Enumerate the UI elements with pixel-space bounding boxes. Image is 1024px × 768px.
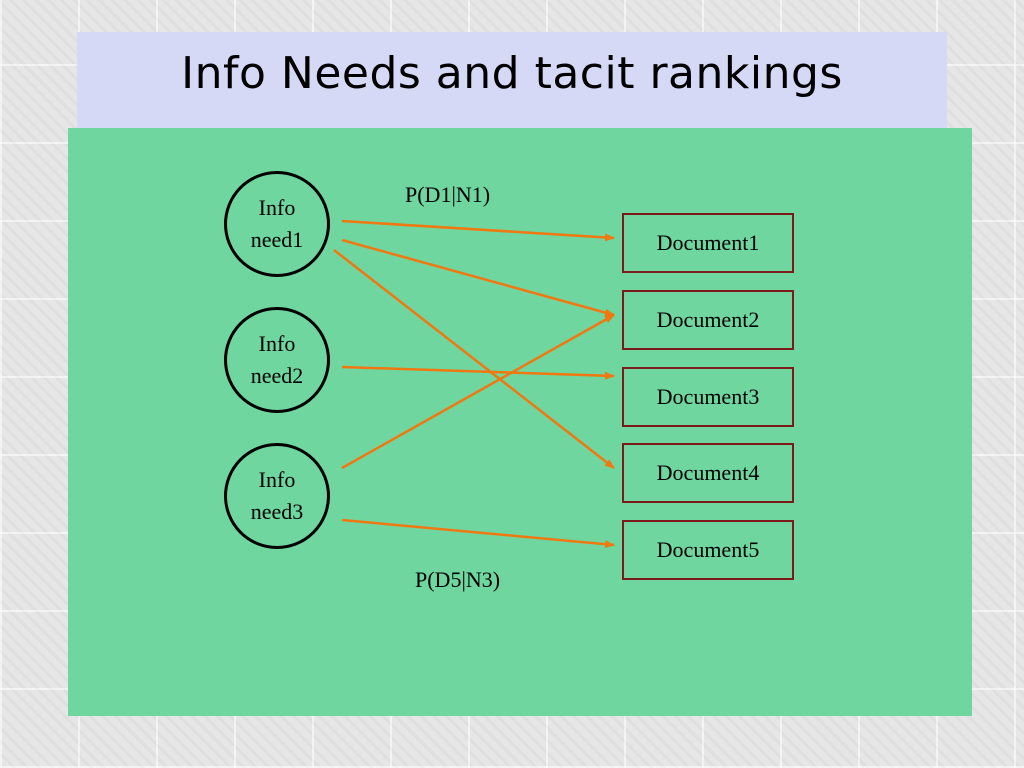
info-need-label: Info need3 [250,467,304,524]
edge-label-bottom: P(D5|N3) [415,567,501,592]
document-node-5: Document5 [622,520,794,580]
slide-title: Info Needs and tacit rankings [181,48,843,99]
document-label: Document3 [656,384,760,409]
info-need-label: Info need2 [250,331,304,388]
edge-label-top: P(D1|N1) [405,182,491,207]
title-banner: Info Needs and tacit rankings [77,32,947,128]
document-label: Document2 [656,307,760,332]
info-need-node-2: Info need2 [224,307,330,413]
document-node-1: Document1 [622,213,794,273]
info-need-node-1: Info need1 [224,171,330,277]
info-need-label: Info need1 [250,195,304,252]
diagram-panel [68,128,972,716]
document-node-4: Document4 [622,443,794,503]
document-node-3: Document3 [622,367,794,427]
document-node-2: Document2 [622,290,794,350]
document-label: Document5 [656,537,760,562]
document-label: Document4 [656,460,760,485]
info-need-node-3: Info need3 [224,443,330,549]
document-label: Document1 [656,230,760,255]
